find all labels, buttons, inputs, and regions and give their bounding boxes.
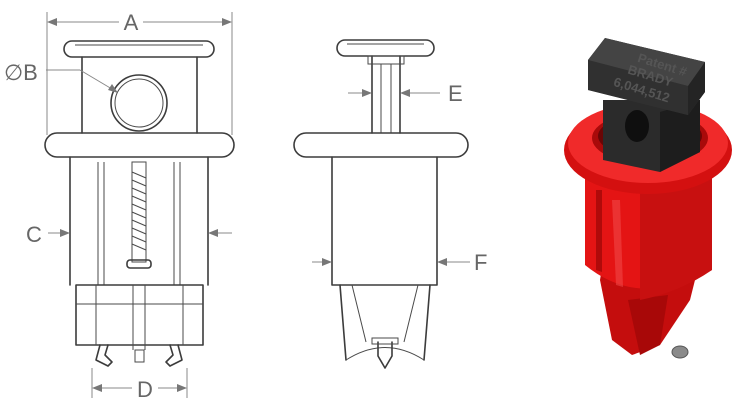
dimension-c: C <box>26 222 232 247</box>
product-render: Patent # BRADY 6,044,512 <box>564 38 732 359</box>
dimension-e-label: E <box>448 81 463 106</box>
dimension-d: D <box>91 368 188 402</box>
side-view-drawing: E F <box>293 39 487 369</box>
dimension-f-label: F <box>474 250 487 275</box>
spring-detail <box>126 161 152 269</box>
dimension-f: F <box>312 250 487 275</box>
dimension-e: E <box>348 81 463 106</box>
dimension-b-label: ∅B <box>4 60 38 85</box>
dimension-a-label: A <box>124 10 139 35</box>
dimension-c-label: C <box>26 222 42 247</box>
dimension-b: ∅B <box>4 60 118 93</box>
dimension-a: A <box>46 10 233 135</box>
front-view-drawing: A ∅B <box>4 10 235 402</box>
dimension-d-label: D <box>137 377 153 402</box>
